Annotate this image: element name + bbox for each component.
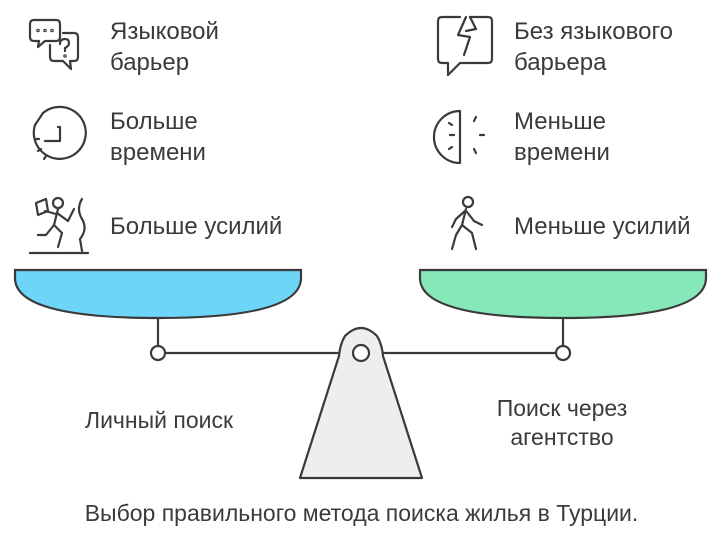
right-pivot [554,344,572,362]
center-pivot [351,343,371,363]
right-item-2-label: Меньше времени [514,106,610,168]
footer-caption-text: Выбор правильного метода поиска жилья в … [84,500,639,526]
right-item-3-line1: Меньше усилий [514,213,691,240]
right-item-1-line1: Без языкового [514,18,674,45]
left-method-label: Личный поиск [58,406,260,435]
left-item-3-line1: Больше усилий [110,213,283,240]
right-item-1-line2: барьера [514,49,607,76]
walking-person-icon [450,195,484,251]
right-item-2-line1: Меньше [514,108,606,135]
left-pan [13,268,303,320]
right-method-line1: Поиск через [496,395,628,421]
clock-half-icon [432,109,486,165]
left-item-2-line2: времени [110,139,206,166]
left-item-1-label: Языковой барьер [110,16,219,78]
right-method-label: Поиск через агентство [462,394,662,452]
left-item-1-line2: барьер [110,49,190,76]
left-item-1-line1: Языковой [110,18,219,45]
right-pan [418,268,708,320]
right-item-1-label: Без языкового барьера [514,16,673,78]
broken-speech-bubble-icon [436,15,494,77]
right-method-line2: агентство [510,424,614,450]
fulcrum [298,326,424,480]
left-method-text: Личный поиск [84,407,234,433]
clock-full-icon [32,105,87,161]
left-item-2-label: Больше времени [110,106,206,168]
footer-caption: Выбор правильного метода поиска жилья в … [0,499,723,528]
speech-bubbles-question-icon [28,18,80,71]
left-item-3-label: Больше усилий [110,211,282,242]
left-pivot [149,344,167,362]
climber-icon [28,196,90,255]
right-item-3-label: Меньше усилий [514,211,691,242]
left-item-2-line1: Больше [110,108,198,135]
right-item-2-line2: времени [514,139,610,166]
